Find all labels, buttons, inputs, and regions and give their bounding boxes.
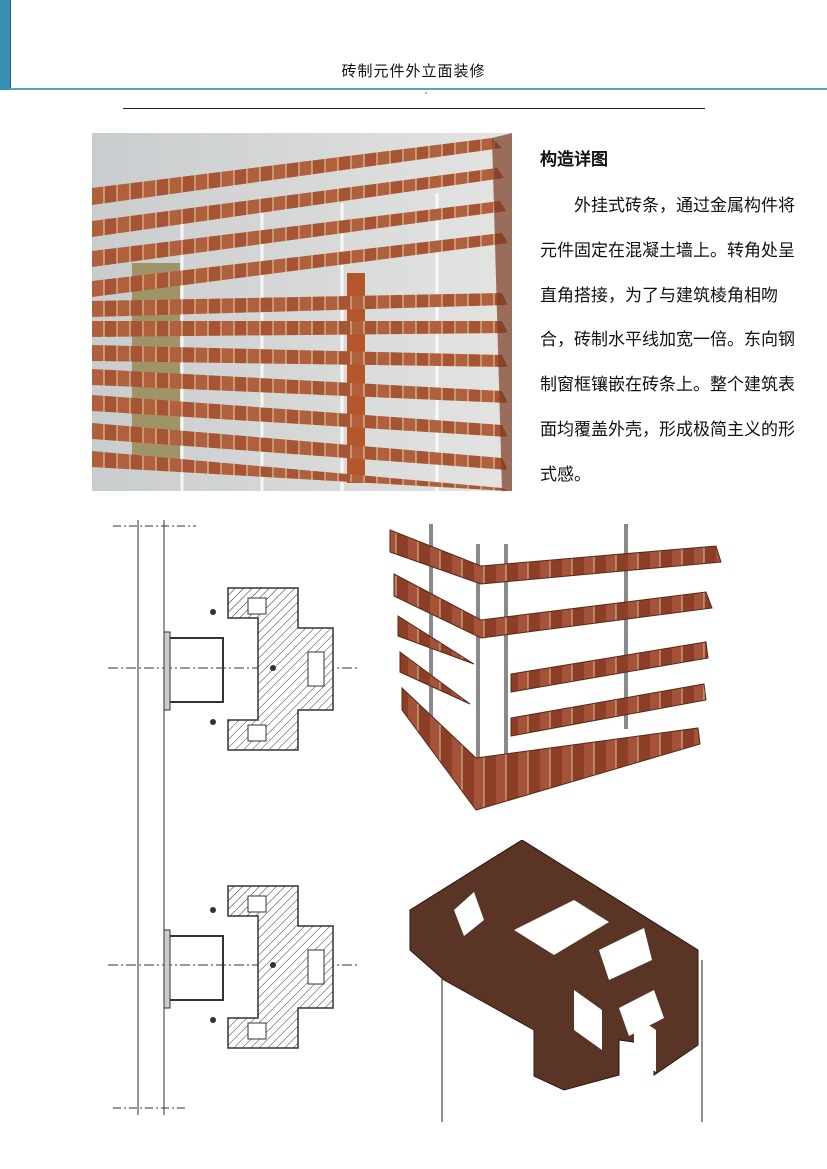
header-side-tab [0,0,11,90]
section-heading: 构造详图 [540,150,608,170]
corner-brick-strips [389,529,722,811]
facade-photo [92,133,512,491]
bracket-section-bottom [163,885,334,1049]
bracket-3d-render [404,839,724,1122]
header-underline [123,108,705,109]
bracket-section-top [163,587,334,751]
page-title: 砖制元件外立面装修 [341,62,486,80]
description-block: 构造详图 外挂式砖条，通过金属构件将元件固定在混凝土墙上。转角处呈直角搭接，为了… [540,145,810,498]
section-drawing [108,520,358,1115]
corner-render [386,524,726,814]
brick-strips [92,138,508,491]
header-rule [10,88,827,90]
description-paragraph: 外挂式砖条，通过金属构件将元件固定在混凝土墙上。转角处呈直角搭接，为了与建筑棱角… [540,196,795,485]
tick-mark: ` [424,92,429,103]
